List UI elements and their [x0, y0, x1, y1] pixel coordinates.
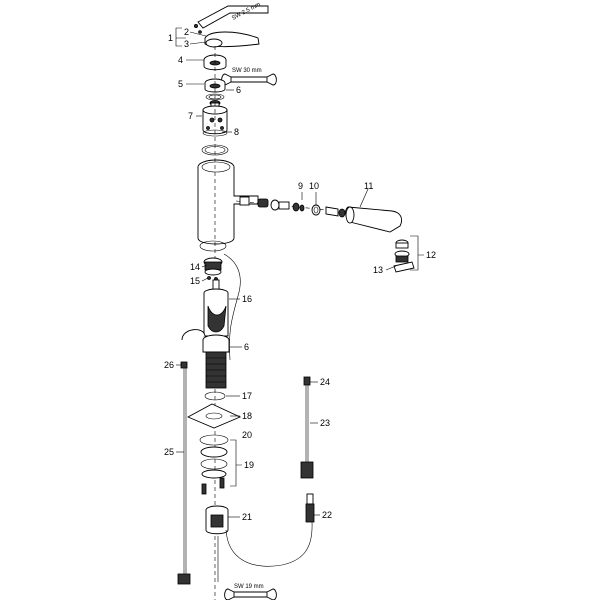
threaded-shank: [202, 334, 230, 389]
pull-out-spray-head: [345, 206, 403, 233]
check-valve: [203, 257, 223, 281]
hose-weight: [205, 505, 229, 535]
spout-connectors: [239, 196, 346, 218]
label-16: 16: [242, 294, 252, 304]
wrench-bottom-size: SW 19 mm: [234, 584, 264, 590]
faucet-body: [197, 159, 259, 245]
lever-handle: [204, 31, 260, 48]
clip: [181, 329, 206, 341]
o-ring-base: [199, 240, 227, 252]
label-14: 14: [190, 262, 200, 272]
supply-hose-right: [300, 376, 314, 479]
label-2: 2: [184, 27, 189, 37]
hose-loop: [225, 521, 313, 567]
nut-part: [204, 78, 226, 93]
valve-body: [203, 279, 229, 337]
label-6-top: 6: [236, 85, 241, 95]
washer-plate: [186, 391, 242, 429]
label-21: 21: [242, 512, 252, 522]
label-10: 10: [309, 181, 319, 191]
label-7: 7: [188, 111, 193, 121]
label-25: 25: [164, 447, 174, 457]
label-11: 11: [364, 181, 373, 191]
label-1: 1: [168, 33, 173, 43]
label-26: 26: [164, 360, 174, 370]
label-3: 3: [184, 39, 189, 49]
hose-upper: [223, 253, 241, 361]
label-24: 24: [320, 377, 330, 387]
label-20: 20: [242, 430, 252, 440]
label-6-bottom: 6: [244, 342, 249, 352]
label-9: 9: [298, 181, 303, 191]
label-22: 22: [322, 510, 332, 520]
label-4: 4: [178, 55, 183, 65]
aerator-set: [393, 239, 415, 273]
fixing-set: [199, 434, 229, 495]
wrench-top-tool: [221, 73, 277, 86]
leader-lines: [175, 27, 424, 518]
supply-hose-left: [177, 361, 191, 585]
wrench-top-size: SW 30 mm: [232, 68, 262, 74]
label-17: 17: [242, 391, 252, 401]
label-23: 23: [320, 418, 330, 428]
label-8: 8: [234, 127, 239, 137]
label-18: 18: [242, 411, 252, 421]
hose-connector: [305, 493, 315, 523]
hex-key-tool: [193, 5, 269, 34]
label-12: 12: [426, 250, 436, 260]
wrench-bottom-tool: [224, 588, 277, 600]
label-15: 15: [190, 276, 200, 286]
label-5: 5: [178, 79, 183, 89]
label-19: 19: [244, 460, 254, 470]
label-13: 13: [373, 265, 383, 275]
